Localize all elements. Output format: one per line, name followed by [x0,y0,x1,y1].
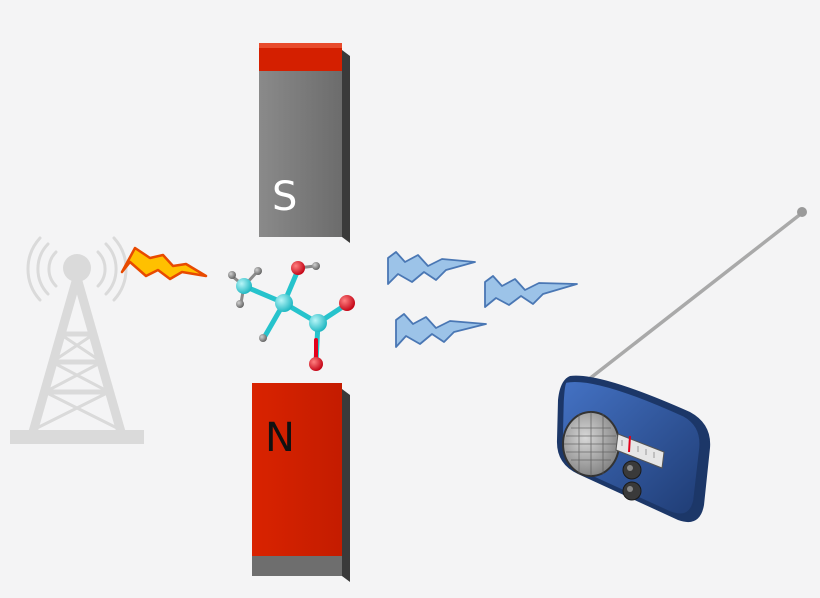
atom-hydrogen [236,300,244,308]
atom-hydrogen [228,271,236,279]
atom-oxygen [309,357,323,371]
atom-oxygen [291,261,305,275]
radio-wave-icon [387,251,578,348]
lightning-bolt-icon [120,246,208,281]
south-pole-label: S [272,174,297,220]
north-pole-label: N [265,415,295,461]
atom-hydrogen [312,262,320,270]
atom-carbon [236,278,252,294]
atom-carbon [275,294,293,312]
atom-hydrogen [254,267,262,275]
molecule-icon [228,261,355,371]
radio-tower-icon [10,236,144,444]
atom-oxygen [339,295,355,311]
tuning-dial [615,433,665,469]
atom-carbon [309,314,327,332]
north-magnet-pole: N [252,383,350,582]
antenna [582,211,804,385]
south-magnet-pole: S [259,43,350,243]
radio-receiver-icon [556,207,807,523]
atom-hydrogen [259,334,267,342]
